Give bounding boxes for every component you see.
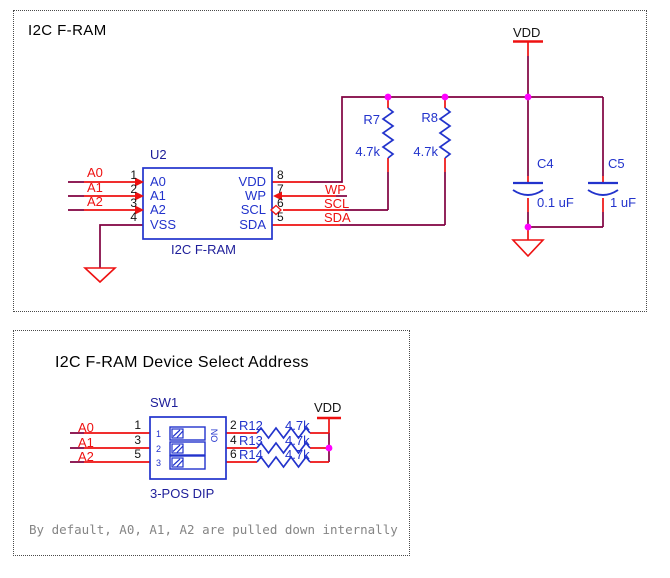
pin-number: 2 [230,418,237,432]
pin-number: 4 [230,433,237,447]
scl-diamond-icon [270,204,282,216]
pin-number: 1 [130,168,137,182]
dip-switch-handles [171,428,184,468]
pin-number: 2 [130,182,137,196]
resistor-value: 4.7k [355,144,380,159]
dip-on-label-text: ON [209,428,220,443]
resistor-symbol [381,107,452,159]
pin-number: 8 [277,168,284,182]
dip-position-number: 1 [156,429,162,439]
pin-number: 6 [230,447,237,461]
ground-symbol [511,239,545,258]
resistor-refdes: R13 [239,433,263,448]
chip-pin-name: A1 [150,188,166,203]
pin-number: 7 [277,182,284,196]
chip-refdes: U2 [150,147,167,162]
pin-number: 4 [130,210,137,224]
chip-pin-name: VSS [150,217,177,232]
section1-title: I2C F-RAM [28,22,107,39]
capacitor-refdes: C4 [537,156,554,171]
section2-title: I2C F-RAM Device Select Address [55,354,309,371]
dip-on-label: ON [207,428,223,443]
wires-red-2 [84,418,330,463]
switch-caption: 3-POS DIP [150,486,215,501]
dip-position-number: 2 [156,444,162,454]
switch-refdes: SW1 [150,395,179,410]
wires-maroon [68,56,604,268]
net-label-sda: SDA [324,210,351,225]
junction-dot [325,444,333,452]
net-label-scl: SCL [324,196,350,211]
default-note: By default, A0, A1, A2 are pulled down i… [29,522,398,537]
chip-pin-name: SCL [240,202,266,217]
resistor-refdes: R12 [239,418,263,433]
junction-dot [384,93,532,231]
resistor-value: 4.7k [285,433,310,448]
capacitor-value: 1 uF [610,195,637,210]
net-label-wp: WP [325,182,346,197]
section1-frame [13,10,647,312]
chip-pin-name: WP [245,188,266,203]
pin-number: 6 [277,196,284,210]
resistor-symbol [256,426,311,469]
resistor-refdes: R7 [363,112,380,127]
resistor-refdes: R8 [421,110,438,125]
vdd-label: VDD [513,25,541,40]
chip-pin-name: A0 [150,174,166,189]
resistor-value: 4.7k [285,447,310,462]
resistor-refdes: R14 [239,447,263,462]
chip-pin-name: SDA [239,217,266,232]
ground-symbol [82,267,118,284]
net-label-a2: A2 [87,194,103,209]
pin-number: 5 [134,447,141,461]
dip-position-number: 3 [156,458,162,468]
pin-arrow-icon [135,177,282,215]
chip-caption: I2C F-RAM [171,242,236,257]
chip-pin-name: A2 [150,202,166,217]
capacitor-refdes: C5 [608,156,625,171]
capacitor-symbol [512,181,619,196]
net-label-a0: A0 [87,165,103,180]
capacitor-value: 0.1 uF [537,195,574,210]
net-label-a0: A0 [78,420,94,435]
pin-number: 1 [134,418,141,432]
net-label-a1: A1 [87,180,103,195]
chip-body [142,167,273,240]
net-label-a2: A2 [78,449,94,464]
resistor-value: 4.7k [413,144,438,159]
pin-number: 5 [277,210,284,224]
chip-pin-name: VDD [238,174,266,189]
net-label-a1: A1 [78,435,94,450]
pin-number: 3 [134,433,141,447]
wires-red [84,42,604,240]
resistor-value: 4.7k [285,418,310,433]
vdd-label: VDD [314,400,342,415]
pin-number: 3 [130,196,137,210]
